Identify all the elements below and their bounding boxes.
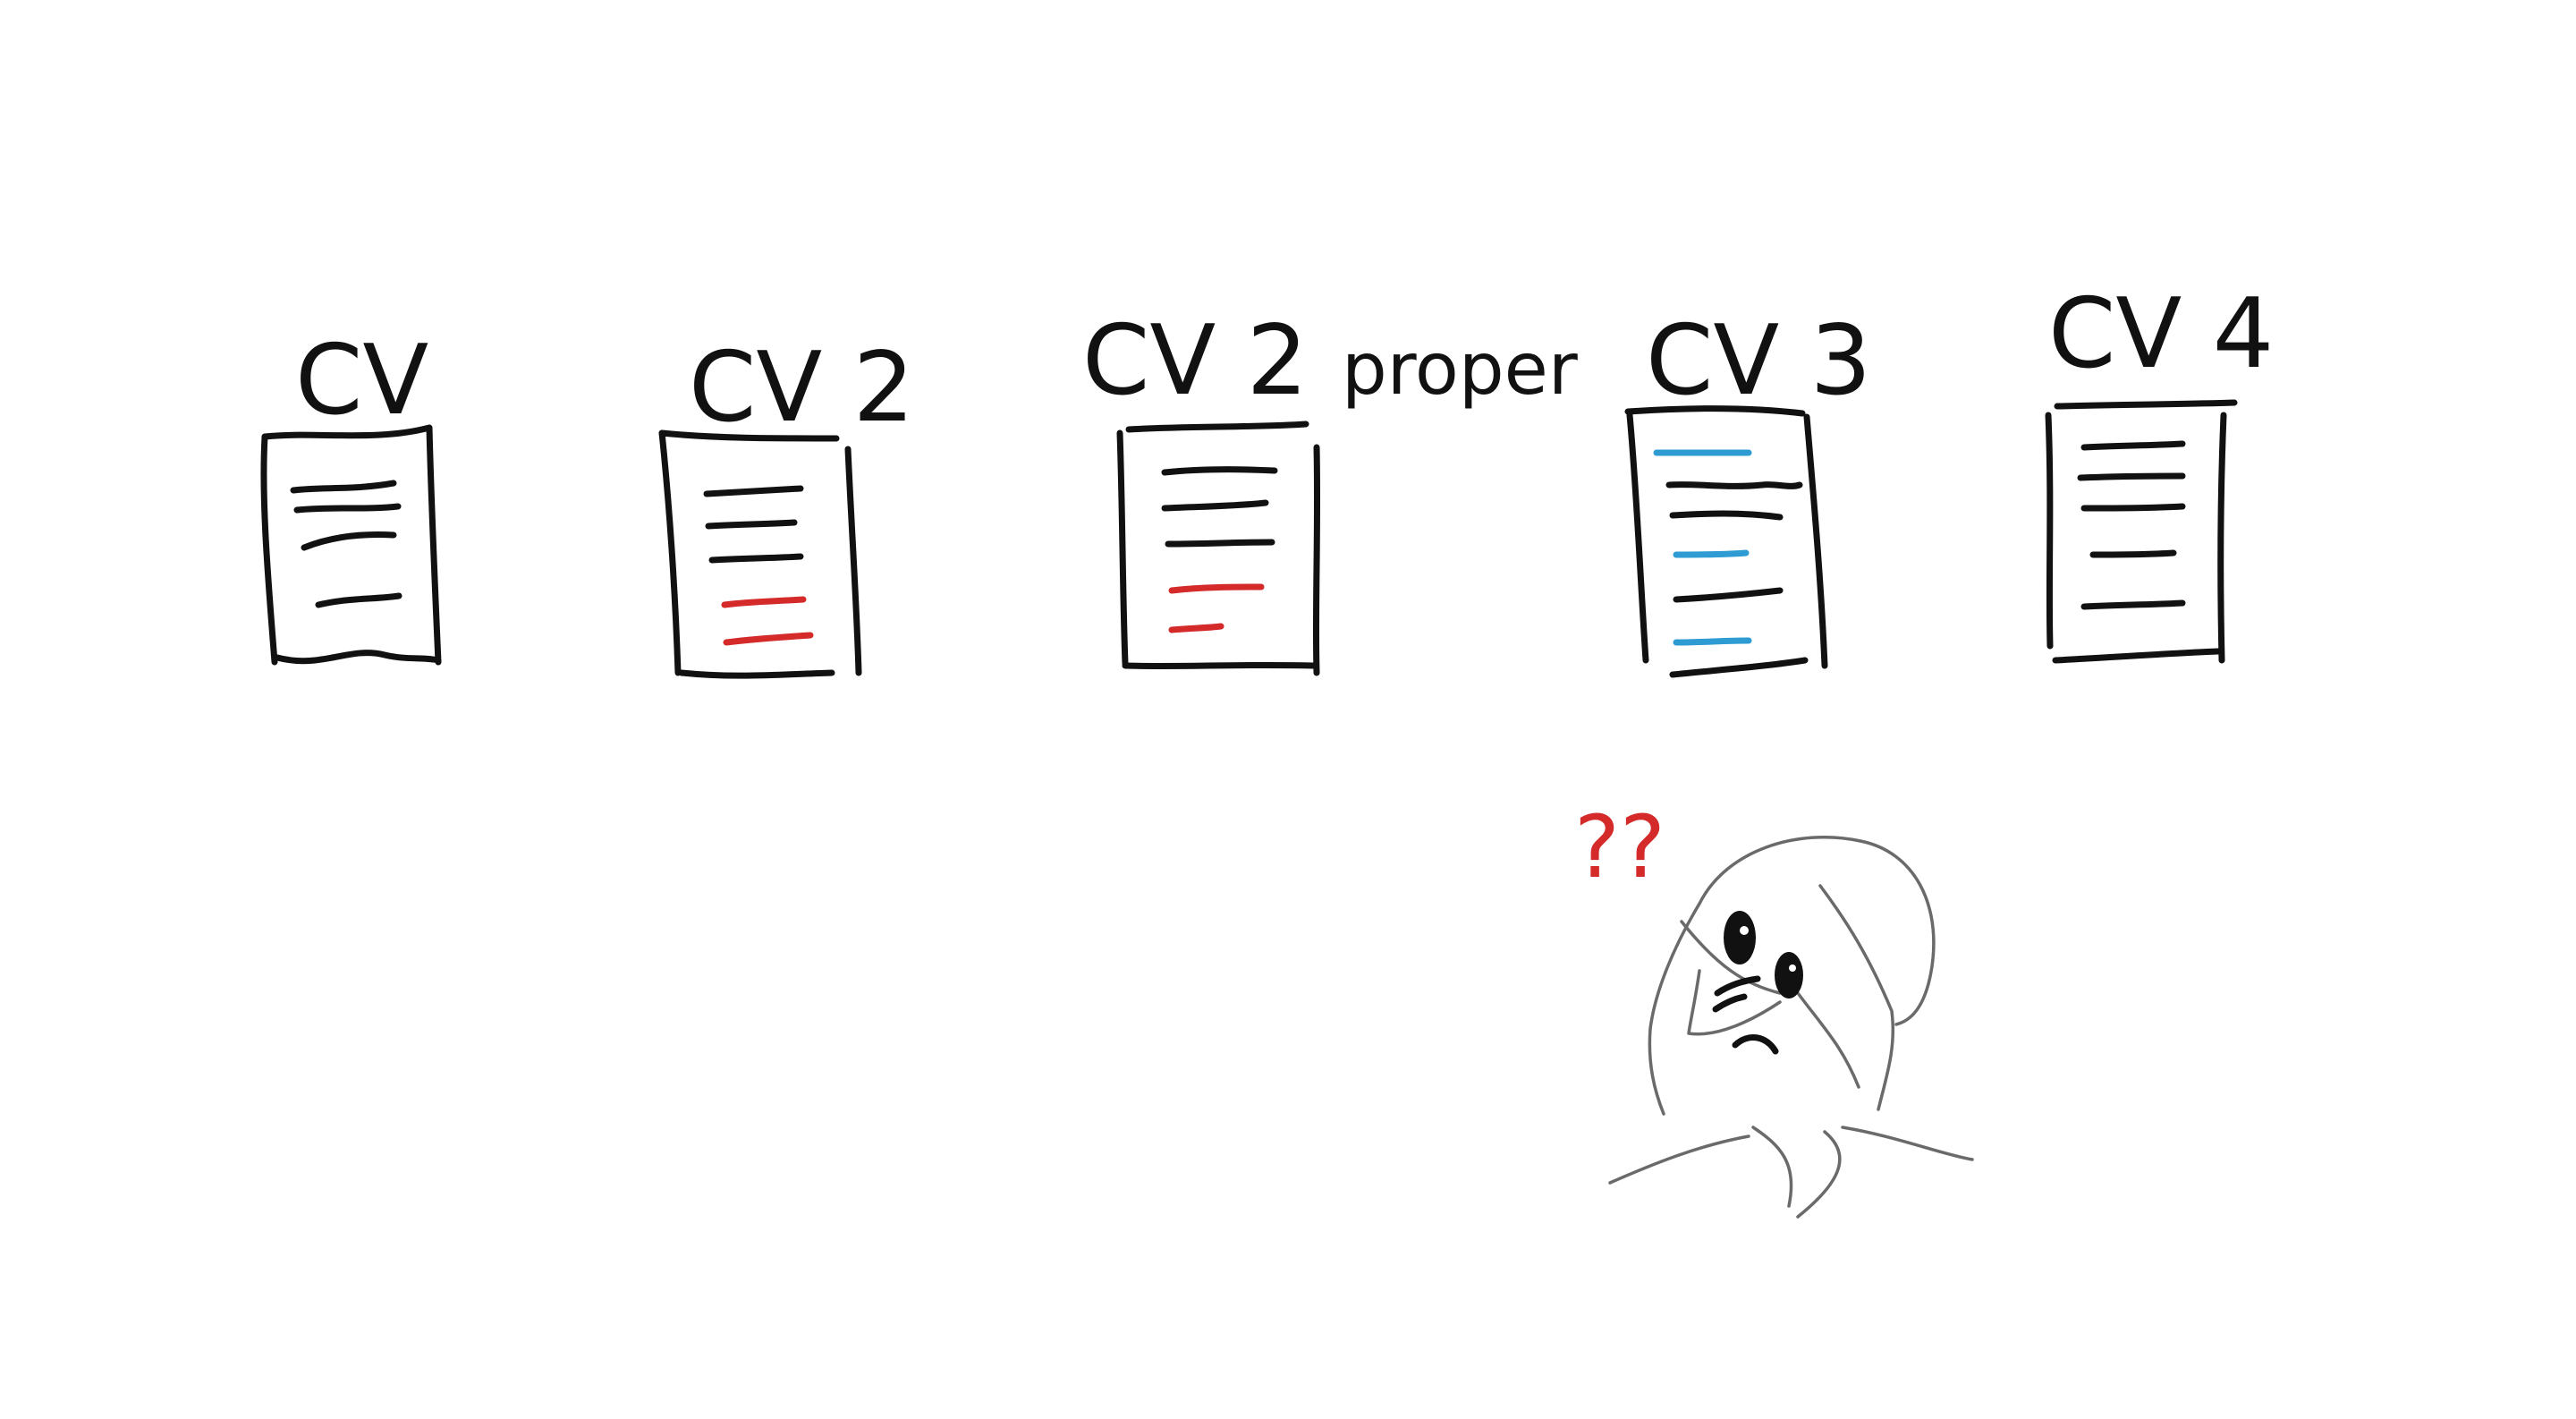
document-line: [301, 531, 397, 551]
document-label: CV 2: [689, 332, 914, 444]
document-line: [705, 519, 798, 530]
document-label: CV 3: [1646, 305, 1871, 417]
document-line: [1673, 637, 1752, 646]
document-lines: [290, 480, 402, 608]
document-lines: [703, 485, 814, 646]
document-line: [721, 596, 807, 608]
left-eye: [1724, 911, 1756, 964]
document-outline: [2045, 399, 2238, 664]
document-line: [1161, 499, 1269, 512]
document-cv-4: CV 4: [2045, 278, 2274, 664]
document-line: [1669, 510, 1784, 521]
document-line: [1673, 587, 1784, 603]
document-outline: [260, 424, 442, 666]
document-line: [2077, 472, 2186, 481]
document-outline: [658, 429, 862, 679]
document-lines: [2077, 440, 2186, 610]
document-line: [290, 480, 397, 494]
document-cv-2-proper: CV 2 proper: [1082, 305, 1578, 676]
document-line: [703, 485, 804, 497]
document-lines: [1161, 466, 1278, 633]
document-line: [2080, 503, 2186, 512]
document-cv-2: CV 2: [658, 332, 914, 679]
confused-person-sketch: ??: [1574, 797, 1974, 1219]
document-line: [1673, 549, 1750, 558]
document-line: [1168, 583, 1265, 594]
document-outline: [1116, 421, 1321, 676]
document-line: [2080, 599, 2186, 610]
document-line: [1665, 481, 1803, 489]
document-line: [315, 592, 402, 608]
document-outline: [1624, 405, 1828, 678]
document-line: [2089, 549, 2177, 558]
document-line: [708, 553, 804, 564]
document-lines: [1653, 449, 1803, 646]
document-cv-3: CV 3: [1624, 305, 1871, 678]
document-note: proper: [1342, 327, 1578, 411]
document-line: [1161, 466, 1278, 476]
document-line: [2080, 440, 2186, 451]
document-line: [1165, 539, 1275, 548]
question-marks: ??: [1574, 797, 1665, 897]
document-line: [1168, 623, 1224, 633]
person-drawing: [1608, 836, 1974, 1219]
document-label: CV 4: [2048, 278, 2274, 390]
document-cv-1: CV: [260, 325, 442, 666]
document-line: [723, 632, 814, 646]
document-label: CV: [295, 325, 428, 437]
right-eye: [1775, 952, 1803, 998]
document-line: [293, 503, 402, 514]
document-label: CV 2: [1082, 305, 1308, 417]
